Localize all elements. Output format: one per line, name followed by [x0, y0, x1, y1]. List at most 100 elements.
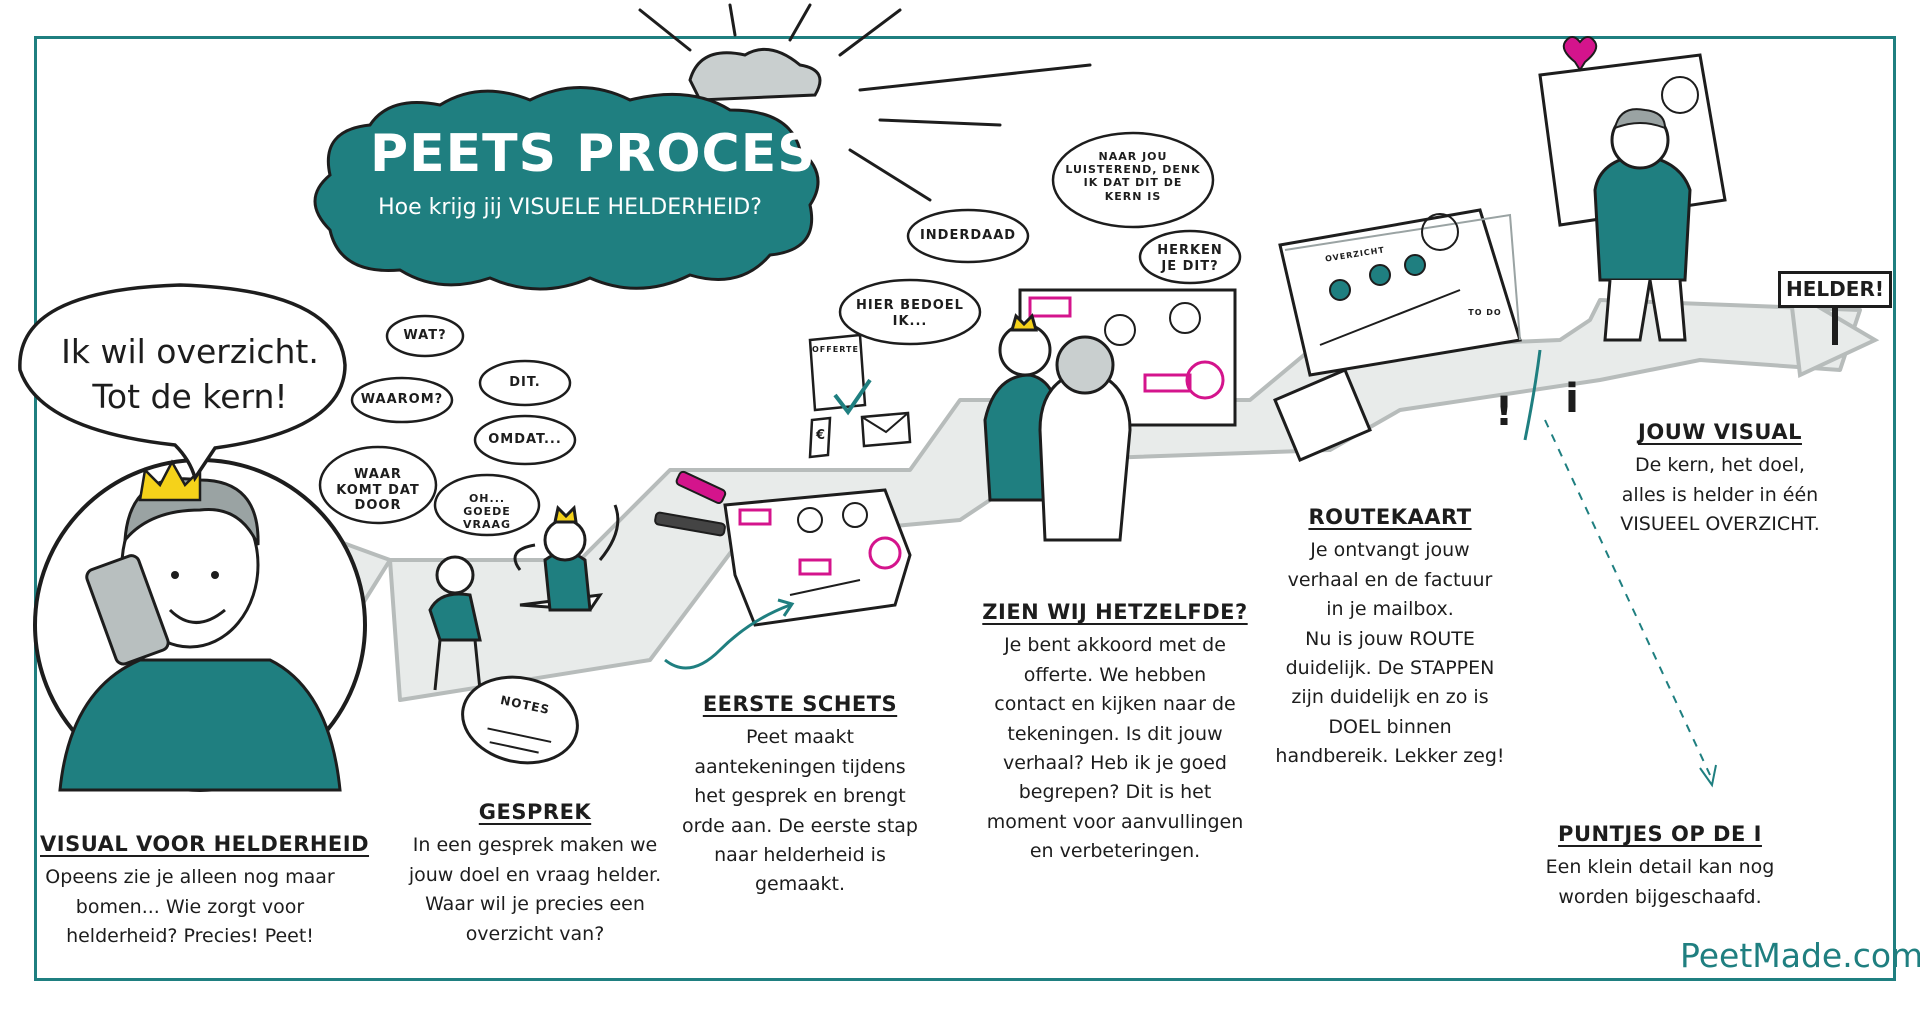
step-jouw-visual: JOUW VISUAL De kern, het doel, alles is …	[1605, 420, 1835, 540]
step-line: gemaakt.	[754, 873, 846, 896]
step-line: offerte. We hebben	[1023, 663, 1207, 686]
marker-icon	[654, 470, 727, 537]
step-line: bomen... Wie zorgt voor	[75, 895, 305, 918]
step-line: contact en kijken naar de	[994, 693, 1236, 716]
step-heading: PUNTJES OP DE I	[1558, 822, 1762, 846]
step-heading: GESPREK	[478, 800, 592, 824]
bubble-waarom: WAAROM?	[360, 392, 444, 407]
swirl-arrow	[1523, 349, 1542, 441]
step-line: duidelijk. De STAPPEN	[1285, 656, 1495, 679]
bubble-inderdaad: INDERDAAD	[919, 228, 1017, 243]
conversation-bubbles	[318, 314, 577, 537]
first-sketch-paper	[723, 488, 912, 627]
step-heading: ROUTEKAART	[1308, 505, 1472, 529]
grey-cloud	[688, 47, 822, 102]
process-subtitle: Hoe krijg jij VISUELE HELDERHEID?	[378, 195, 762, 220]
step-line: orde aan. De eerste stap	[682, 814, 918, 837]
bubble-goede-vraag: OH... GOEDE VRAAG	[462, 492, 512, 532]
border-frame	[34, 36, 1896, 981]
bubble-hier-bedoel-ik: HIER BEDOEL IK...	[856, 298, 964, 329]
main-speech-text: Ik wil overzicht. Tot de kern!	[40, 330, 340, 419]
step-line: Waar wil je precies een	[425, 893, 645, 916]
euro-icon: €	[815, 428, 827, 443]
step-line: verhaal? Heb ik je goed	[1003, 751, 1227, 774]
title-cloud	[313, 86, 820, 291]
step-line: alles is helder in één	[1621, 483, 1819, 506]
step-line: De kern, het doel,	[1635, 454, 1805, 477]
step-line: naar helderheid is	[714, 843, 886, 866]
step-line: Een klein detail kan nog	[1545, 856, 1775, 879]
notes-sheet	[461, 675, 579, 765]
helder-sign: HELDER!	[1778, 271, 1892, 308]
bubble-dit: DIT.	[509, 375, 541, 390]
step-heading: EERSTE SCHETS	[702, 692, 898, 716]
step-routekaart: ROUTEKAART Je ontvangt jouw verhaal en d…	[1255, 505, 1525, 772]
review-bubbles	[838, 131, 1242, 346]
step-body: De kern, het doel, alles is helder in éé…	[1605, 451, 1835, 539]
meeting-scene	[428, 504, 620, 691]
heart-icon	[1562, 36, 1598, 72]
step-body: Een klein detail kan nog worden bijgesch…	[1530, 853, 1790, 912]
step-body: Opeens zie je alleen nog maar bomen... W…	[40, 863, 340, 951]
step-heading: JOUW VISUAL	[1638, 420, 1802, 444]
step-line: In een gesprek maken we	[412, 834, 658, 857]
sun-rays	[638, 3, 1092, 202]
step-line: helderheid? Precies! Peet!	[66, 925, 314, 948]
step-line: verhaal en de factuur	[1287, 568, 1493, 591]
process-title: PEETS PROCES	[370, 124, 816, 184]
step-puntjes-op-de-i: PUNTJES OP DE I Een klein detail kan nog…	[1530, 822, 1790, 912]
step-line: en verbeteringen.	[1029, 840, 1201, 863]
bubble-waar-komt-dat-door: WAAR KOMT DAT DOOR	[336, 467, 420, 514]
bubble-wat: WAT?	[403, 328, 447, 343]
step-zien-wij-hetzelfde: ZIEN WIJ HETZELFDE? Je bent akkoord met …	[975, 600, 1255, 867]
brand-link[interactable]: PeetMade.com	[1680, 936, 1920, 975]
step-line: in je mailbox.	[1326, 598, 1454, 621]
step-visual-voor-helderheid: VISUAL VOOR HELDERHEID Opeens zie je all…	[40, 832, 370, 952]
main-speech-line: Ik wil overzicht.	[61, 332, 319, 371]
offerte-document	[808, 333, 912, 459]
reviewing-people	[983, 313, 1132, 542]
crown-icon	[138, 459, 202, 502]
step-body: Peet maakt aantekeningen tijdens het ges…	[675, 723, 925, 900]
step-body: In een gesprek maken we jouw doel en vra…	[400, 831, 670, 949]
bubble-herken-je-dit: HERKEN JE DIT?	[1157, 243, 1223, 274]
offerte-label: OFFERTE	[812, 345, 859, 354]
route-map-board	[1278, 208, 1522, 377]
step-line: Je ontvangt jouw	[1310, 539, 1470, 562]
main-speech-bubble	[18, 283, 347, 483]
i-icon: i	[1565, 376, 1580, 422]
to-do-label: TO DO	[1468, 308, 1502, 317]
step-heading: VISUAL VOOR HELDERHEID	[40, 832, 370, 856]
step-line: jouw doel en vraag helder.	[408, 863, 662, 886]
progress-arrow	[664, 603, 791, 670]
dotted-arrow-line	[1544, 419, 1711, 776]
step-line: Opeens zie je alleen nog maar	[45, 866, 335, 889]
step-line: aantekeningen tijdens	[694, 755, 906, 778]
step-line: overzicht van?	[465, 922, 605, 945]
step-eerste-schets: EERSTE SCHETS Peet maakt aantekeningen t…	[675, 692, 925, 900]
step-gesprek: GESPREK In een gesprek maken we jouw doe…	[400, 800, 670, 949]
step-line: zijn duidelijk en zo is	[1291, 686, 1489, 709]
mail-envelope	[1273, 368, 1372, 462]
exclamation-icon: !	[1494, 389, 1515, 435]
step-heading: ZIEN WIJ HETZELFDE?	[982, 600, 1248, 624]
step-body: Je bent akkoord met de offerte. We hebbe…	[975, 631, 1255, 867]
step-body: Je ontvangt jouw verhaal en de factuur i…	[1255, 536, 1525, 772]
step-line: handbereik. Lekker zeg!	[1275, 745, 1505, 768]
step-line: moment voor aanvullingen	[986, 810, 1244, 833]
happy-person-with-poster	[1538, 53, 1727, 342]
step-line: het gesprek en brengt	[694, 785, 906, 808]
step-line: VISUEEL OVERZICHT.	[1620, 513, 1820, 536]
step-line: worden bijgeschaafd.	[1558, 885, 1762, 908]
caller-person	[58, 477, 342, 792]
bubble-omdat: OMDAT...	[488, 432, 562, 447]
main-speech-line: Tot de kern!	[92, 376, 288, 416]
bubble-kern: NAAR JOU LUISTEREND, DENK IK DAT DIT DE …	[1065, 150, 1201, 203]
step-line: Je bent akkoord met de	[1004, 634, 1226, 657]
step-line: Nu is jouw ROUTE	[1305, 627, 1475, 650]
step-line: begrepen? Dit is het	[1018, 781, 1212, 804]
step-line: DOEL binnen	[1328, 715, 1452, 738]
step-line: Peet maakt	[746, 726, 854, 749]
step-line: tekeningen. Is dit jouw	[1007, 722, 1223, 745]
